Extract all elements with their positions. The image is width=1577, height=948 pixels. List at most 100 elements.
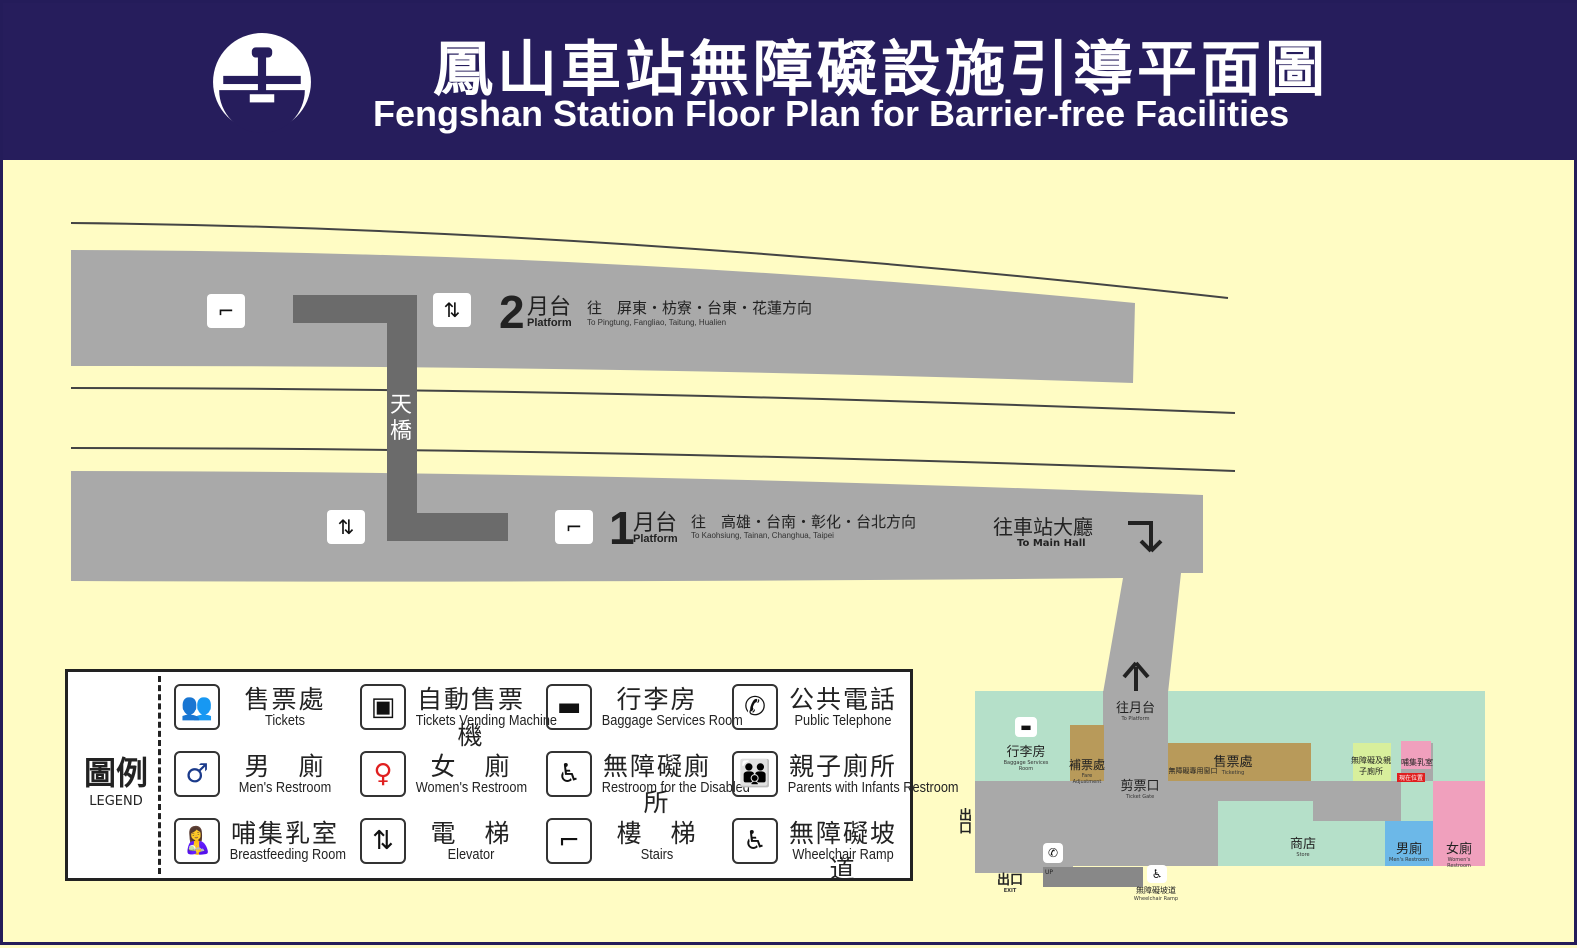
- legend-divider: [158, 676, 161, 874]
- you-are-here-marker: 現在位置: [1397, 773, 1425, 782]
- wheelchair-icon: ♿: [546, 751, 592, 797]
- legend-item-en: Baggage Services Room: [601, 712, 743, 729]
- platform-1-direction-en: To Kaohsiung, Tainan, Changhua, Taipei: [691, 531, 834, 540]
- platform-en: Platform: [633, 533, 678, 545]
- title-english: Fengshan Station Floor Plan for Barrier-…: [373, 93, 1290, 134]
- legend-item-zh: 無障礙廁所: [602, 752, 711, 817]
- accessible-window-label: 無障礙專用窗口: [1168, 767, 1218, 775]
- legend-item-zh: 女 廁: [430, 752, 512, 781]
- platform-zh: 月台: [633, 511, 678, 536]
- stairs-icon: ⌐: [207, 294, 245, 328]
- legend-item-zh: 行李房: [616, 685, 698, 714]
- legend-item-zh: 無障礙坡道: [788, 819, 897, 884]
- platform-en: Platform: [527, 317, 572, 329]
- baggage-icon: ▬: [546, 684, 592, 730]
- track-line: [70, 222, 1229, 299]
- platform-2-label: 2 月台 Platform: [499, 285, 572, 339]
- telephone-icon: ✆: [1043, 843, 1063, 863]
- baggage-icon: ▬: [1015, 717, 1037, 737]
- legend-item-zh: 電 梯: [430, 819, 512, 848]
- elevator-icon: ⇅: [360, 818, 406, 864]
- breastfeeding-icon: 🤱: [174, 818, 220, 864]
- legend-item-en: Breastfeeding Room: [229, 846, 346, 863]
- up-label: UP: [1044, 869, 1053, 876]
- track-line: [70, 387, 1236, 414]
- track-line: [70, 447, 1236, 472]
- parent-child-icon: 👪: [732, 751, 778, 797]
- platform-2: [71, 250, 1135, 383]
- ramp-icon: ♿: [732, 818, 778, 864]
- legend-item-en: Women's Restroom: [415, 779, 528, 796]
- platform-number: 2: [499, 286, 525, 338]
- telephone-icon: ✆: [732, 684, 778, 730]
- legend-item-zh: 自動售票機: [416, 685, 525, 750]
- platform-1-direction: 往 高雄・台南・彰化・台北方向: [691, 513, 917, 531]
- platform-1-label: 1 月台 Platform: [609, 501, 678, 555]
- legend-item-zh: 公共電話: [788, 685, 897, 714]
- legend-item-en: Stairs: [640, 846, 674, 863]
- exit-label-side: 出口: [956, 808, 971, 834]
- platform-2-direction-en: To Pingtung, Fangliao, Taitung, Hualien: [587, 318, 727, 327]
- legend-item-en: Public Telephone: [794, 712, 892, 729]
- platform-2-direction: 往 屏東・枋寮・台東・花蓮方向: [587, 299, 813, 317]
- legend-item-zh: 售票處: [244, 685, 326, 714]
- legend-item-en: Parents with Infants Restroom: [787, 779, 959, 796]
- accessible-restroom-label: 無障礙及親子廁所: [1351, 756, 1391, 776]
- legend-item-en: Restroom for the Disabled: [601, 779, 750, 796]
- ramp-icon: ♿: [1147, 865, 1167, 883]
- stairs-icon: ⌐: [546, 818, 592, 864]
- accessible-restroom-area: [1353, 743, 1391, 781]
- nursing-room-label: 哺集乳室: [1401, 758, 1433, 767]
- elevator-icon: ⇅: [327, 510, 365, 544]
- concourse: [975, 691, 1433, 873]
- title-chinese: 鳳山車站無障礙設施引導平面圖: [433, 35, 1329, 105]
- legend-item-zh: 親子廁所: [788, 752, 897, 781]
- ramp-area: [1043, 867, 1143, 887]
- ticketing-area: [1168, 743, 1311, 781]
- main-hall-label-en: To Main Hall: [1017, 538, 1086, 549]
- legend-item-en: Tickets Vending Machine: [415, 712, 558, 729]
- overpass: [293, 295, 508, 541]
- main-hall-label: 往車站大廳: [993, 515, 1093, 539]
- fare-adjustment-area: [1070, 725, 1104, 781]
- elevator-icon: ⇅: [433, 293, 471, 327]
- stairs-icon: ⌐: [555, 510, 593, 544]
- arrow-down-icon: [1128, 521, 1163, 553]
- man-icon: ♂: [174, 751, 220, 797]
- legend-item-zh: 樓 梯: [616, 819, 698, 848]
- legend-item-zh: 男 廁: [244, 752, 326, 781]
- nursing-room-area: [1401, 741, 1431, 769]
- legend-title: 圖例 LEGEND: [83, 754, 148, 809]
- men-restroom-area: [1385, 821, 1433, 866]
- legend-item-en: Men's Restroom: [238, 779, 332, 796]
- vending-machine-icon: ▣: [360, 684, 406, 730]
- women-restroom-area: [1433, 781, 1485, 866]
- arrow-up-icon: [1122, 661, 1150, 691]
- legend-item-en: Wheelchair Ramp: [792, 846, 894, 863]
- woman-icon: ♀: [360, 751, 406, 797]
- railway-logo: [213, 33, 311, 133]
